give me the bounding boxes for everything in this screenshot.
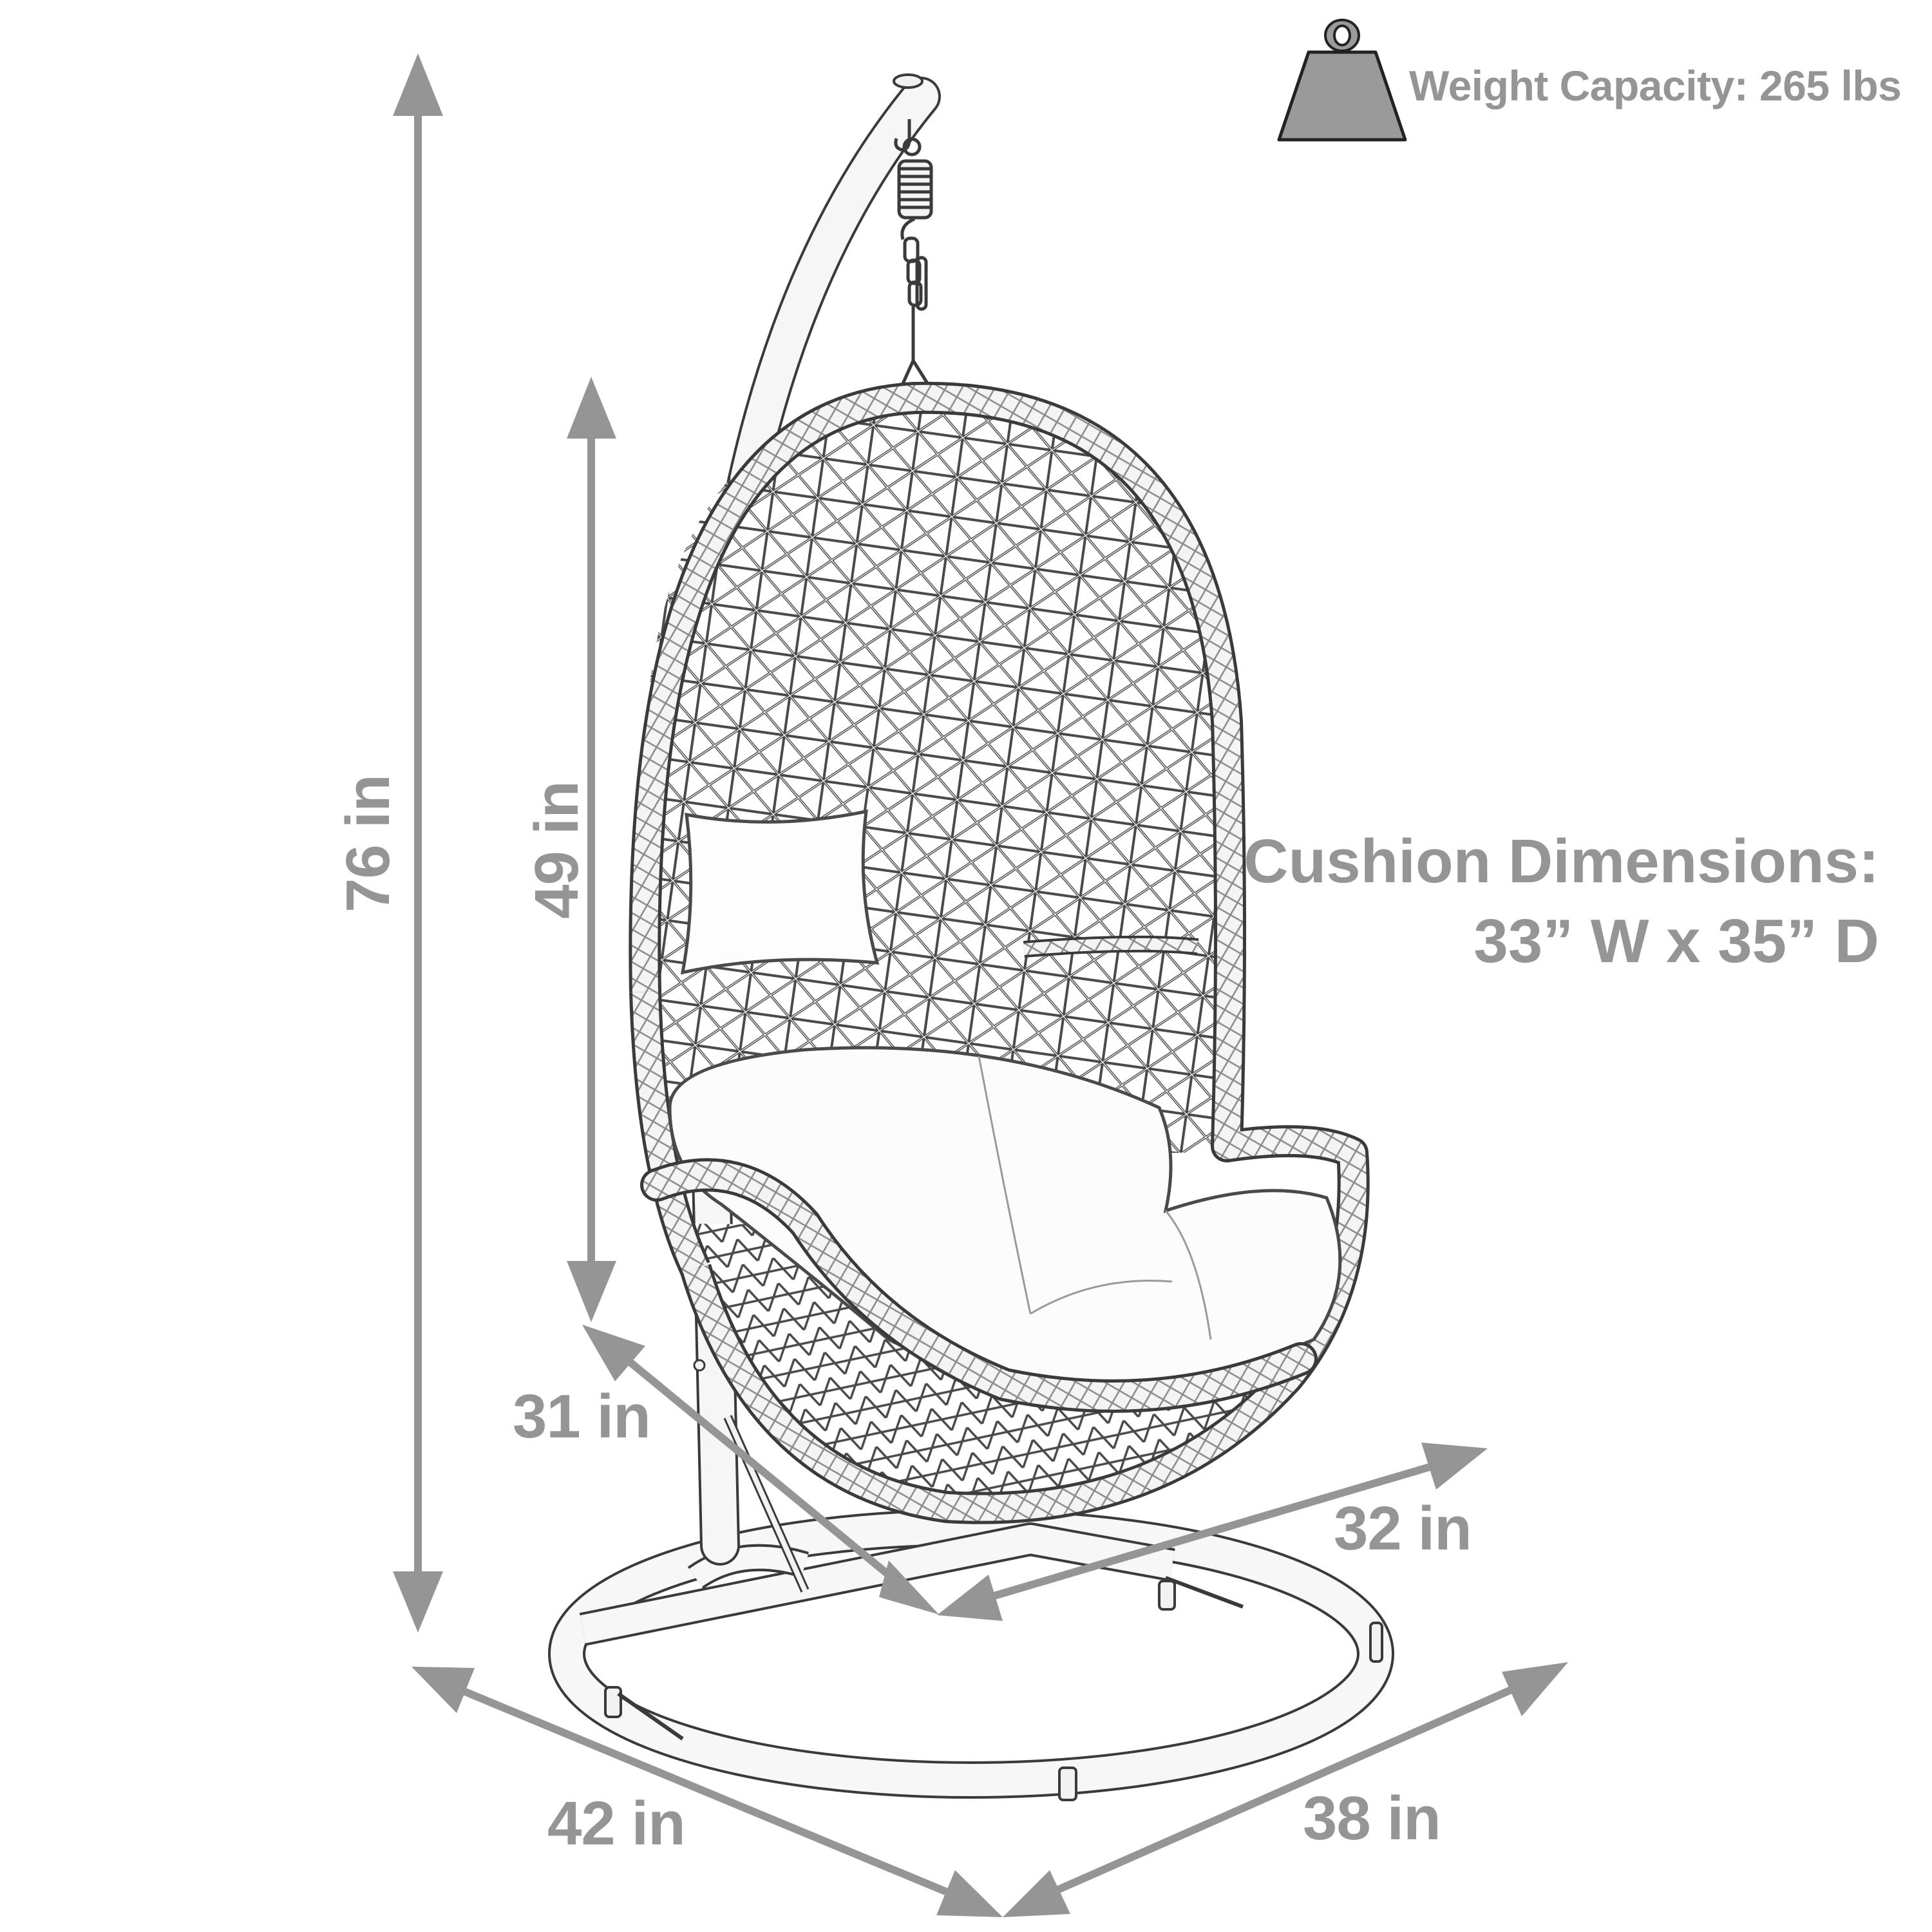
- cushion-dimensions-value: 33” W x 35” D: [1473, 907, 1879, 976]
- arrow-chair-depth-shaft: [616, 1349, 904, 1589]
- egg-chair: [629, 381, 1370, 1524]
- arrow-chair-height: [567, 377, 616, 1322]
- overall-height-label: 76 in: [334, 775, 402, 913]
- stand-base-ring: [548, 1509, 1394, 1801]
- weight-icon: [1277, 19, 1407, 142]
- diagonal-arrowheads: [412, 1325, 1568, 1917]
- hanging-chain: [894, 119, 933, 388]
- arrow-overall-height: [393, 53, 443, 1633]
- arrow-chair-width-shaft: [978, 1459, 1444, 1604]
- chair-height-label: 49 in: [522, 781, 591, 919]
- base-depth-label: 38 in: [1303, 1784, 1441, 1853]
- arrow-base-width-shaft: [462, 1687, 958, 1900]
- chair-width-label: 32 in: [1334, 1494, 1472, 1563]
- chair-depth-label: 31 in: [513, 1382, 651, 1451]
- lumbar-pillow: [680, 809, 880, 975]
- cushion-dimensions-title: Cushion Dimensions:: [1244, 827, 1879, 896]
- dimension-arrows-diagonal: [462, 1349, 1522, 1900]
- dimension-arrows: [393, 53, 616, 1633]
- base-width-label: 42 in: [547, 1789, 686, 1858]
- weight-capacity-label: Weight Capacity: 265 lbs: [1409, 62, 1902, 109]
- arrow-base-depth-shaft: [1048, 1682, 1522, 1897]
